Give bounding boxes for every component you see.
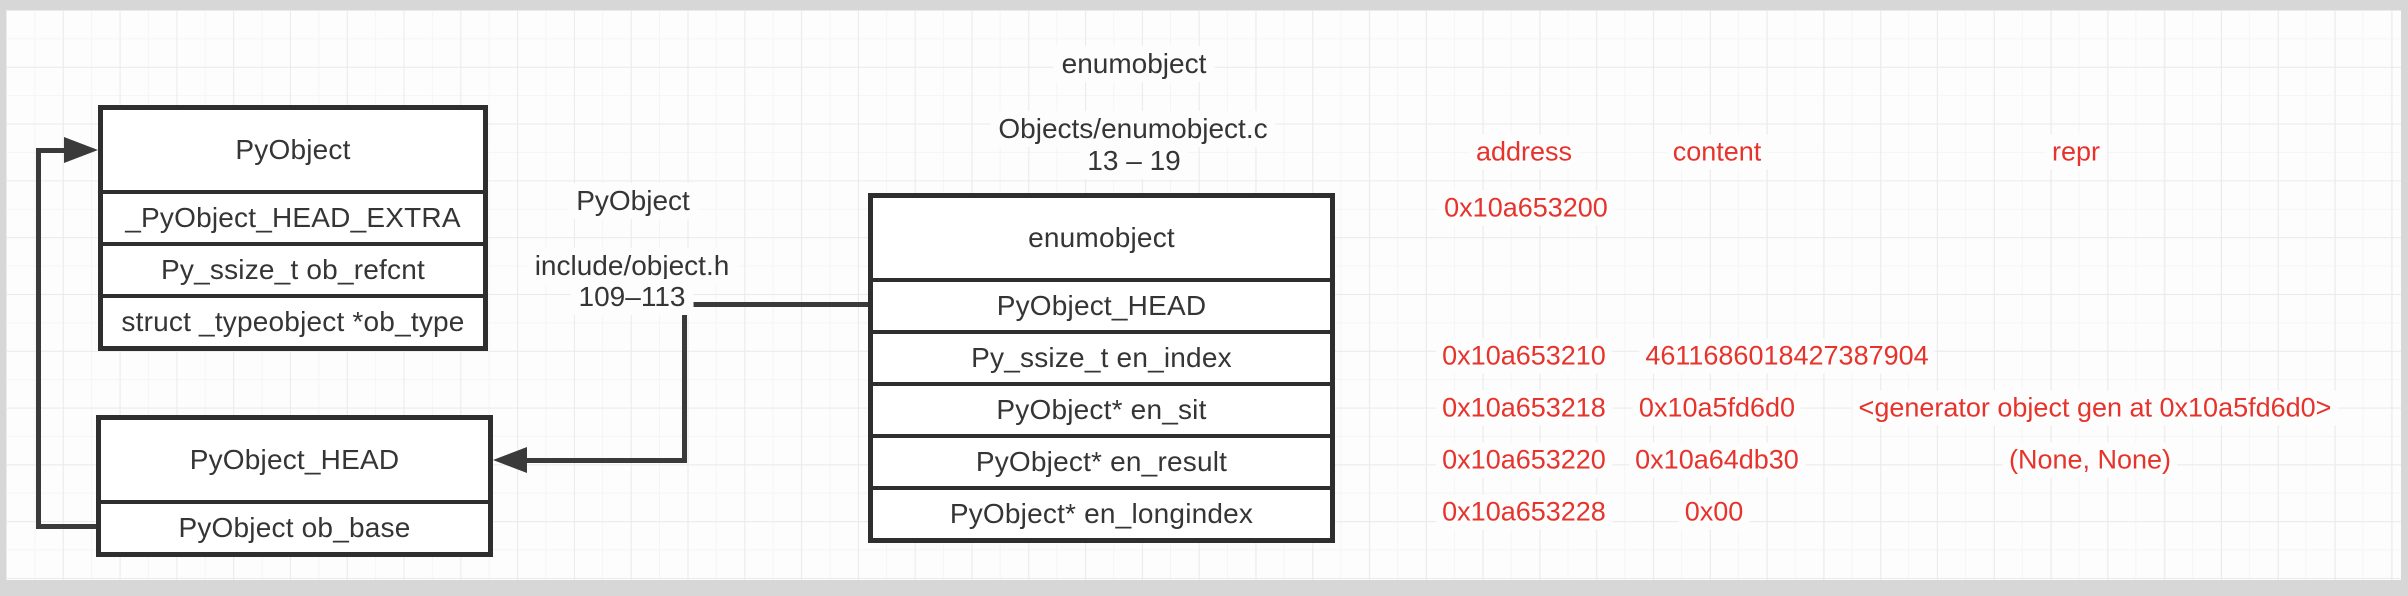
connector-obbase-top-segment (36, 148, 72, 153)
column-header-content: content (1666, 134, 1768, 170)
enumobject-box-title: enumobject (1028, 222, 1175, 253)
connector-obbase-vertical-segment (36, 148, 41, 529)
enumobject-box: enumobject PyObject_HEAD Py_ssize_t en_i… (868, 193, 1335, 543)
pyobject-head-box-title: PyObject_HEAD (189, 444, 400, 475)
pyobject-caption-file: include/object.h (526, 248, 738, 284)
memory-address: 0x10a653220 (1436, 442, 1612, 478)
arrowhead-icon (493, 447, 527, 473)
enumobject-field-pyobject-head: PyObject_HEAD (873, 278, 1330, 330)
enumobject-caption-name: enumobject (1053, 46, 1215, 82)
memory-address: 0x10a653228 (1436, 494, 1612, 530)
memory-repr: (None, None) (2002, 442, 2178, 478)
memory-address: 0x10a653210 (1436, 338, 1612, 374)
enumobject-caption-lines: 13 – 19 (1079, 143, 1189, 179)
enumobject-field-en-index: Py_ssize_t en_index (873, 330, 1330, 382)
connector-head-top-segment (682, 302, 872, 307)
pyobject-caption-lines: 109–113 (570, 279, 694, 315)
pyobject-field-head-extra: _PyObject_HEAD_EXTRA (103, 190, 483, 242)
memory-address: 0x10a653218 (1436, 390, 1612, 426)
pyobject-field-ob-refcnt: Py_ssize_t ob_refcnt (103, 242, 483, 294)
column-header-repr: repr (2045, 134, 2107, 170)
pyobject-head-box: PyObject_HEAD PyObject ob_base (96, 415, 493, 557)
memory-content: 0x10a64db30 (1629, 442, 1805, 478)
pyobject-field-ob-type: struct _typeobject *ob_type (103, 294, 483, 346)
pyobject-head-field-ob-base: PyObject ob_base (101, 500, 488, 552)
connector-obbase-bottom-segment (36, 524, 100, 529)
column-header-address: address (1469, 134, 1579, 170)
arrowhead-icon (64, 137, 98, 163)
memory-repr: <generator object gen at 0x10a5fd6d0> (1852, 390, 2338, 426)
memory-content: 0x10a5fd6d0 (1632, 390, 1802, 426)
enumobject-field-en-longindex: PyObject* en_longindex (873, 486, 1330, 538)
pyobject-caption-name: PyObject (568, 183, 698, 219)
memory-content: 0x00 (1678, 494, 1750, 530)
enumobject-caption-file: Objects/enumobject.c (990, 111, 1276, 147)
pyobject-box-title: PyObject (235, 134, 351, 165)
memory-content: 4611686018427387904 (1639, 338, 1935, 374)
connector-head-bottom-segment (521, 458, 687, 463)
enumobject-field-en-result: PyObject* en_result (873, 434, 1330, 486)
connector-head-vertical-segment (682, 302, 687, 463)
pyobject-box: PyObject _PyObject_HEAD_EXTRA Py_ssize_t… (98, 105, 488, 351)
memory-address: 0x10a653200 (1438, 190, 1614, 226)
enumobject-field-en-sit: PyObject* en_sit (873, 382, 1330, 434)
